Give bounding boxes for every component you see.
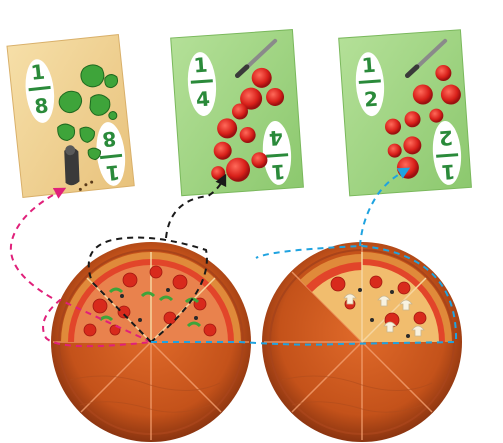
fraction-denominator: 4 (195, 87, 211, 112)
card-peppers[interactable]: 1 8 1 8 (6, 33, 135, 198)
fraction-badge-bottom: 1 2 (432, 121, 462, 185)
fraction-denominator: 8 (101, 126, 117, 151)
mushroom-icon (343, 293, 425, 337)
arrow-blue (151, 167, 458, 346)
arrow-pink (9, 187, 152, 348)
fraction-numerator: 1 (441, 159, 457, 184)
fraction-numerator: 1 (30, 59, 46, 84)
card-tomatoes-half[interactable]: 1 2 1 2 (338, 29, 472, 197)
pizza-half (61, 252, 241, 343)
fraction-badge-top: 1 8 (25, 59, 55, 123)
fraction-numerator: 1 (105, 160, 121, 185)
card-tomatoes-quarter[interactable]: 1 4 1 4 (170, 29, 304, 197)
pepper-grinder-icon (64, 145, 94, 191)
tomato-icon (83, 265, 217, 337)
wood-grain (281, 375, 433, 413)
fraction-badge-top: 1 4 (187, 52, 217, 116)
fraction-denominator: 2 (363, 87, 379, 112)
wood-grain (69, 375, 221, 413)
pizza-quarter (300, 252, 452, 343)
fraction-badge-top: 1 2 (355, 52, 385, 117)
fraction-badge-bottom: 1 4 (262, 121, 292, 185)
fraction-denominator: 2 (438, 126, 454, 151)
fraction-denominator: 4 (268, 126, 284, 151)
tomato-icon (211, 67, 285, 182)
fraction-numerator: 1 (271, 159, 287, 184)
plate-right[interactable] (262, 242, 462, 442)
knife-icon (404, 38, 448, 79)
fraction-numerator: 1 (193, 53, 209, 78)
green-pepper-icon (57, 64, 119, 161)
green-pepper-icon (98, 287, 202, 328)
tomato-icon (385, 65, 461, 179)
arrow-black (87, 173, 227, 343)
fraction-denominator: 8 (33, 93, 49, 118)
knife-icon (234, 38, 278, 79)
fraction-badge-bottom: 1 8 (96, 122, 126, 186)
fraction-numerator: 1 (361, 53, 377, 78)
